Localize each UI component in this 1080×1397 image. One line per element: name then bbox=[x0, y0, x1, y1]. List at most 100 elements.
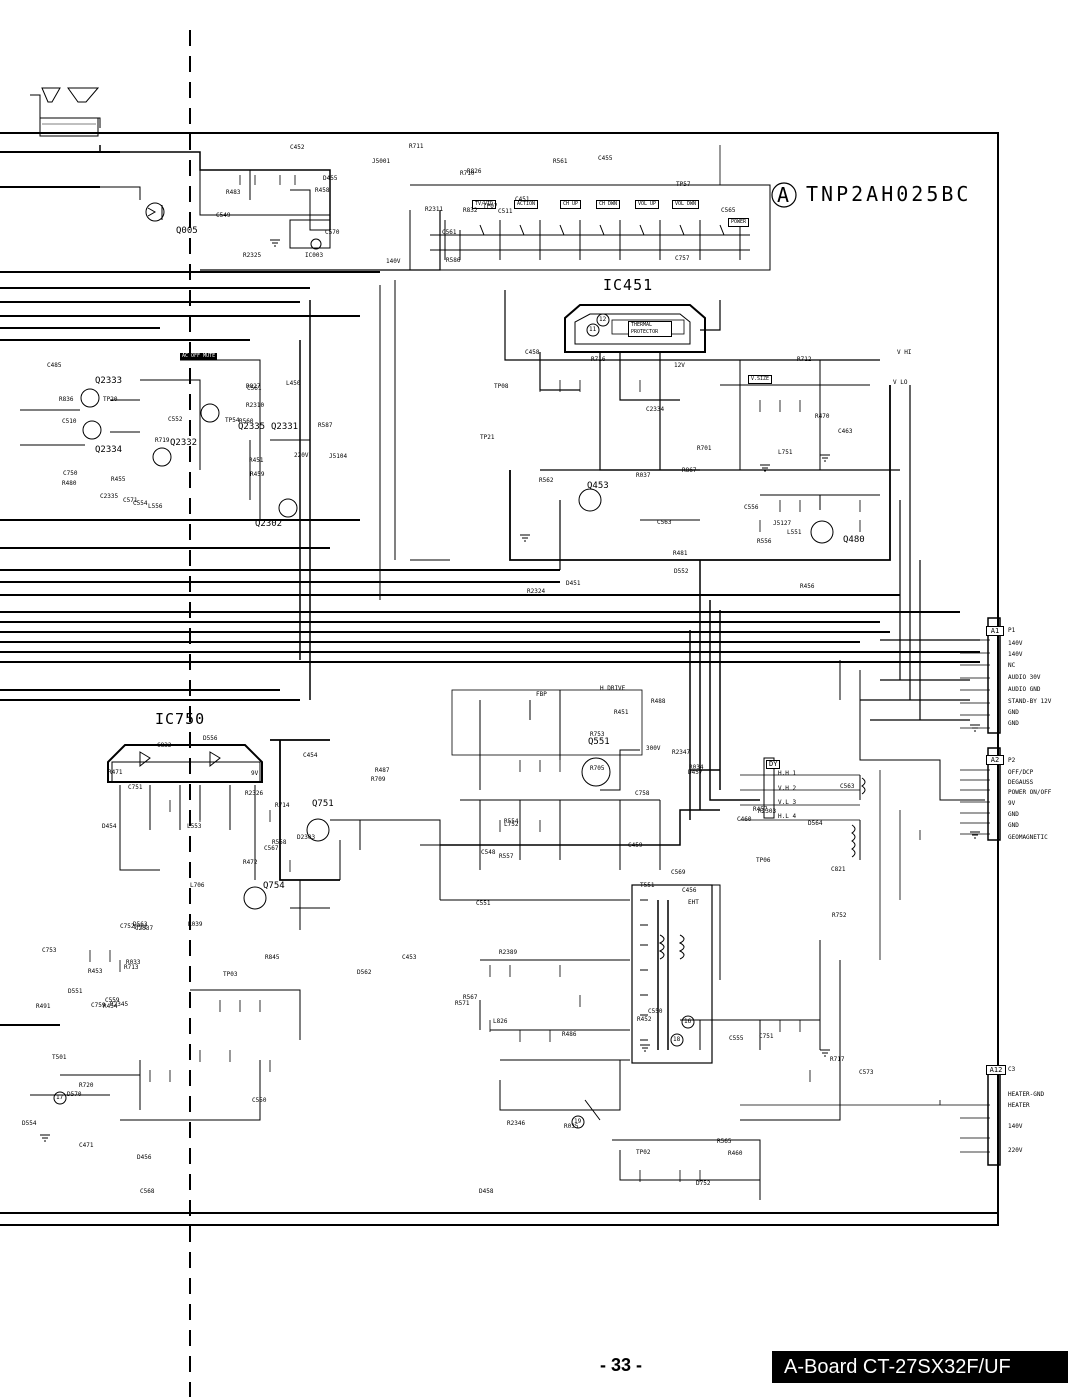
component-ref: C751 bbox=[759, 1033, 774, 1040]
component-ref: C550 bbox=[252, 1097, 267, 1104]
voltage-label: 220V bbox=[294, 452, 309, 459]
component-ref: C571 bbox=[123, 497, 138, 504]
q005-label: Q005 bbox=[176, 226, 198, 236]
component-ref: D455 bbox=[323, 175, 338, 182]
eht-label: EHT bbox=[688, 899, 699, 906]
component-ref: D562 bbox=[357, 969, 372, 976]
q751-label: Q751 bbox=[312, 799, 334, 809]
q480-label: Q480 bbox=[843, 535, 865, 545]
component-ref: L752 bbox=[504, 821, 519, 828]
test-point: TP07 bbox=[483, 203, 498, 210]
component-ref: R471 bbox=[108, 769, 123, 776]
marker-19: 19 bbox=[574, 1118, 582, 1125]
component-ref: C555 bbox=[729, 1035, 744, 1042]
component-ref: L556 bbox=[148, 503, 163, 510]
thermal-protector-label: THERMAL PROTECTOR bbox=[628, 321, 672, 337]
component-ref: C510 bbox=[62, 418, 77, 425]
component-ref: D2303 bbox=[297, 834, 316, 841]
component-ref: R558 bbox=[272, 839, 287, 846]
v-hi-label: V HI bbox=[897, 349, 912, 356]
t501-label: T501 bbox=[52, 1054, 67, 1061]
board-id-title: TNP2AH025BC bbox=[806, 182, 972, 206]
component-ref: C752 bbox=[120, 923, 135, 930]
test-point: TP01 bbox=[133, 924, 148, 931]
component-ref: R705 bbox=[590, 765, 605, 772]
component-ref: J5104 bbox=[329, 453, 348, 460]
component-ref: D752 bbox=[696, 1180, 711, 1187]
marker-12: 12 bbox=[599, 316, 607, 323]
component-ref: R481 bbox=[673, 550, 688, 557]
v-size-label: V.SIZE bbox=[748, 375, 773, 384]
component-ref: R2389 bbox=[499, 949, 518, 956]
component-ref: R480 bbox=[62, 480, 77, 487]
marker-17: 17 bbox=[56, 1094, 64, 1101]
component-ref: C452 bbox=[290, 144, 305, 151]
component-ref: D554 bbox=[22, 1120, 37, 1127]
component-ref: C757 bbox=[675, 255, 690, 262]
component-ref: R455 bbox=[111, 476, 126, 483]
component-ref: R460 bbox=[728, 1150, 743, 1157]
component-ref: R451 bbox=[614, 709, 629, 716]
component-ref: C753 bbox=[42, 947, 57, 954]
component-ref: L751 bbox=[778, 449, 793, 456]
connector-a12-ref: C3 bbox=[1008, 1066, 1016, 1073]
component-ref: D556 bbox=[203, 735, 218, 742]
ic451-label: IC451 bbox=[603, 276, 654, 294]
component-ref: C750 bbox=[63, 470, 78, 477]
component-ref: C556 bbox=[744, 504, 759, 511]
component-ref: C551 bbox=[476, 900, 491, 907]
a2-pin-7: GEOMAGNETIC bbox=[1008, 834, 1048, 841]
component-ref: R845 bbox=[265, 954, 280, 961]
component-ref: R832 bbox=[463, 207, 478, 214]
connector-a1-ref: P1 bbox=[1008, 627, 1016, 634]
component-ref: D564 bbox=[808, 820, 823, 827]
component-ref: J5001 bbox=[372, 158, 391, 165]
component-ref: C821 bbox=[831, 866, 846, 873]
component-ref: C565 bbox=[721, 207, 736, 214]
component-ref: D457 bbox=[688, 769, 703, 776]
test-point: TP03 bbox=[223, 971, 238, 978]
component-ref: R560 bbox=[239, 418, 254, 425]
component-ref: C454 bbox=[303, 752, 318, 759]
test-point: TP02 bbox=[636, 1149, 651, 1156]
q2333-label: Q2333 bbox=[95, 376, 123, 386]
dy-label: DY bbox=[766, 760, 781, 769]
component-ref: R716 bbox=[591, 356, 606, 363]
ic750-label: IC750 bbox=[155, 710, 206, 728]
a2-pin-1: OFF/DCP bbox=[1008, 769, 1034, 776]
component-ref: R561 bbox=[553, 158, 568, 165]
component-ref: R037 bbox=[636, 472, 651, 479]
q754-label: Q754 bbox=[263, 881, 285, 891]
component-ref: D563 bbox=[133, 921, 148, 928]
q2331-label: Q2331 bbox=[271, 422, 299, 432]
component-ref: R720 bbox=[79, 1082, 94, 1089]
component-ref: R586 bbox=[446, 257, 461, 264]
component-ref: L450 bbox=[286, 380, 301, 387]
q2334-label: Q2334 bbox=[95, 445, 123, 455]
component-ref: R587 bbox=[318, 422, 333, 429]
a1-pin-7: GND bbox=[1008, 709, 1019, 716]
key-vol-up: VOL UP bbox=[635, 200, 660, 209]
footer-title: A-Board CT-27SX32F/UF bbox=[784, 1355, 1011, 1378]
component-ref: R714 bbox=[275, 802, 290, 809]
q2332-label: Q2332 bbox=[170, 438, 198, 448]
component-ref: C559 bbox=[105, 997, 120, 1004]
key-vol-dwn: VOL DWN bbox=[672, 200, 700, 209]
component-ref: C2335 bbox=[100, 493, 119, 500]
component-ref: R457 bbox=[753, 806, 768, 813]
component-ref: R453 bbox=[88, 968, 103, 975]
component-ref: R709 bbox=[371, 776, 386, 783]
component-ref: L706 bbox=[190, 882, 205, 889]
component-ref: R2325 bbox=[243, 252, 262, 259]
component-ref: R486 bbox=[562, 1031, 577, 1038]
a1-pin-2: 140V bbox=[1008, 651, 1023, 658]
component-ref: R753 bbox=[590, 731, 605, 738]
component-ref: D458 bbox=[479, 1188, 494, 1195]
component-ref: C455 bbox=[598, 155, 613, 162]
test-point: TP08 bbox=[494, 383, 509, 390]
a12-pin-4: 220V bbox=[1008, 1147, 1023, 1154]
component-ref: C570 bbox=[325, 229, 340, 236]
ic750-outline bbox=[107, 744, 263, 783]
component-ref: C485 bbox=[47, 362, 62, 369]
component-ref: R472 bbox=[243, 859, 258, 866]
